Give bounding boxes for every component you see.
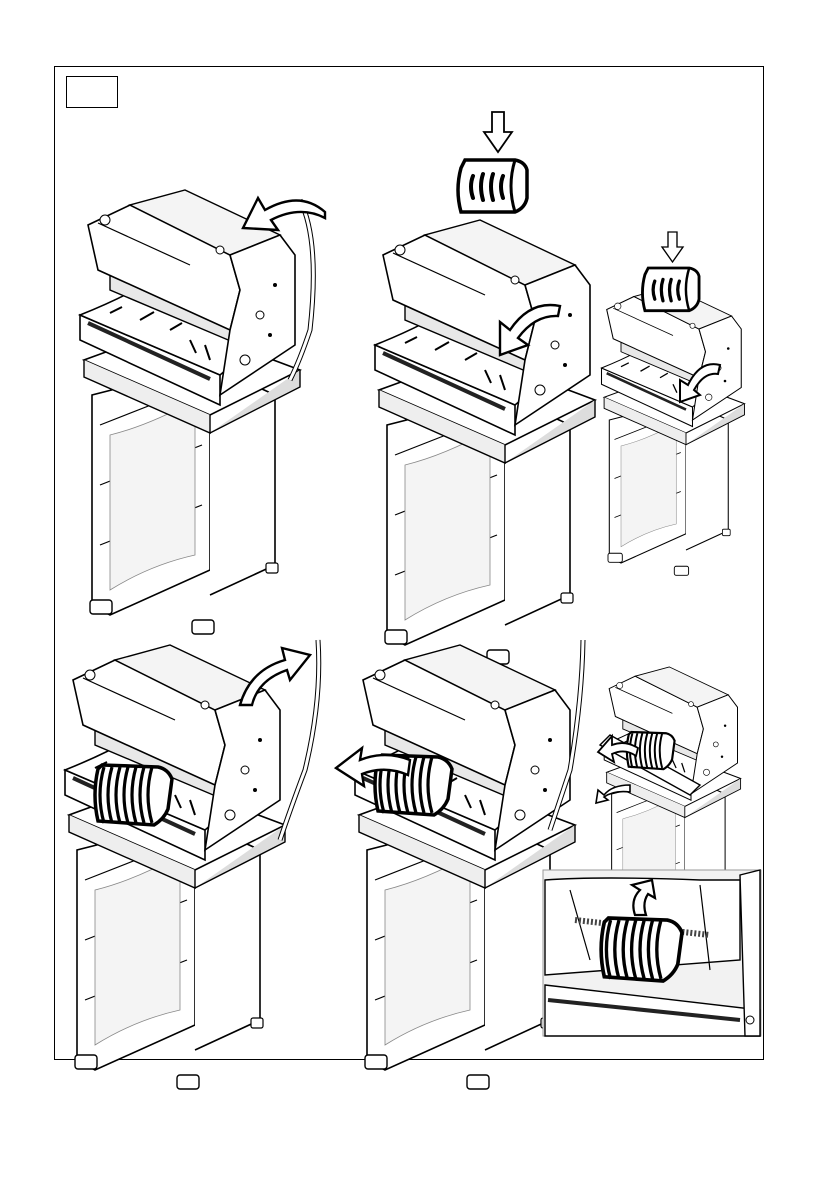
step-lower-handle-illustration — [65, 640, 319, 1089]
bread-loaf-icon — [458, 160, 527, 212]
step-lift-handle-illustration — [80, 190, 325, 634]
down-arrow-icon — [484, 112, 512, 152]
sliced-bread-icon — [95, 765, 172, 825]
step-insert-bread-illustration — [375, 112, 595, 664]
down-arrow-icon — [662, 232, 683, 262]
curved-arrow-left-icon — [243, 198, 325, 230]
step-lift-slices-detail-illustration — [543, 870, 761, 1036]
step-insert-bread-detail-illustration — [595, 232, 755, 575]
bread-loaf-icon — [642, 268, 699, 311]
curved-arrow-up-icon — [240, 648, 310, 705]
sliced-bread-icon — [601, 918, 682, 981]
